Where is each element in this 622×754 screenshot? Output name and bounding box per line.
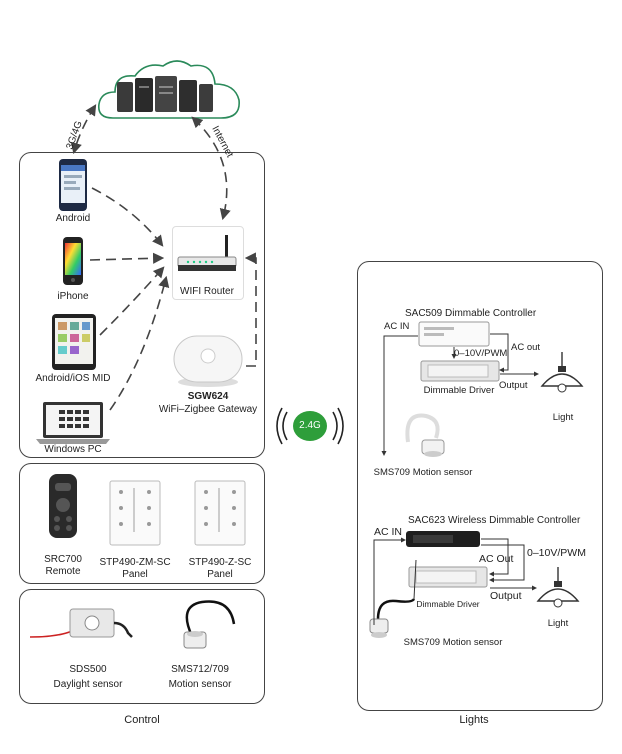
top-pendant-light-icon (540, 352, 584, 393)
top-signal-label: 0–10V/PWM (454, 348, 508, 359)
remote-control-icon (49, 474, 77, 538)
lights-panel (357, 261, 603, 711)
gateway-model-label: SGW624 (187, 391, 229, 402)
laptop-icon (36, 402, 110, 444)
sms712-type-label: Motion sensor (168, 679, 232, 690)
iphone-label: iPhone (57, 291, 89, 302)
cloud-to-android-link (70, 104, 97, 155)
top-sensor-label: SMS709 Motion sensor (373, 467, 473, 478)
zm-type-label: Panel (122, 569, 148, 580)
bottom-output-label: Output (490, 590, 522, 602)
top-light-label: Light (552, 412, 574, 423)
touch-panel-z-icon (194, 480, 246, 546)
uplink-label: 3G/4G (64, 119, 84, 151)
motion-sensor-712-icon (183, 600, 236, 649)
bottom-ac-out-label: AC Out (479, 553, 514, 565)
top-ac-out-label: AC out (511, 342, 541, 353)
sac623-title: SAC623 Wireless Dimmable Controller (408, 515, 581, 526)
bottom-light-label: Light (547, 618, 569, 629)
top-driver-icon (420, 360, 500, 382)
bottom-ac-in-label: AC IN (374, 526, 403, 538)
iphone-icon (63, 237, 83, 285)
mid-label: Android/iOS MID (35, 373, 111, 384)
z-type-label: Panel (207, 569, 233, 580)
z-model-label: STP490-Z-SC (188, 557, 252, 568)
control-devices-panel (19, 152, 265, 458)
top-driver-label: Dimmable Driver (423, 385, 495, 396)
sds500-model-label: SDS500 (69, 664, 107, 675)
gateway-icon (173, 335, 243, 387)
wireless-signal-icon (276, 407, 344, 445)
sds500-type-label: Daylight sensor (53, 679, 123, 690)
server-rack-icon (117, 76, 213, 112)
link-label: 2.4G (299, 420, 321, 431)
sac509-controller-icon (418, 321, 490, 347)
cloud-icon (97, 60, 240, 119)
top-motion-sensor-icon (405, 413, 445, 457)
top-ac-in-label: AC IN (384, 321, 410, 332)
sac509-title: SAC509 Dimmable Controller (405, 308, 537, 319)
top-output-label: Output (499, 380, 528, 391)
bottom-driver-label: Dimmable Driver (416, 599, 480, 609)
bottom-signal-label: 0–10V/PWM (527, 547, 586, 559)
sms712-model-label: SMS712/709 (171, 664, 229, 675)
tablet-icon (52, 314, 96, 370)
control-sensors-panel (19, 589, 265, 704)
bottom-sensor-label: SMS709 Motion sensor (403, 637, 503, 648)
pc-label: Windows PC (44, 444, 102, 455)
bottom-pendant-light-icon (536, 567, 580, 608)
bottom-driver-icon (408, 566, 488, 588)
router-icon (177, 235, 237, 271)
control-footer-label: Control (124, 714, 160, 726)
lights-footer-label: Lights (459, 714, 489, 726)
zm-model-label: STP490-ZM-SC (99, 557, 171, 568)
control-remotes-panel (19, 463, 265, 584)
router-label: WIFI Router (180, 286, 234, 297)
android-label: Android (55, 213, 91, 224)
src700-model-label: SRC700 (44, 554, 82, 565)
gateway-name-label: WiFi–Zigbee Gateway (158, 404, 258, 415)
sac623-controller-icon (406, 531, 480, 547)
android-phone-icon (59, 159, 87, 211)
src700-type-label: Remote (45, 566, 81, 577)
daylight-sensor-icon (29, 608, 133, 638)
touch-panel-zm-icon (109, 480, 161, 546)
